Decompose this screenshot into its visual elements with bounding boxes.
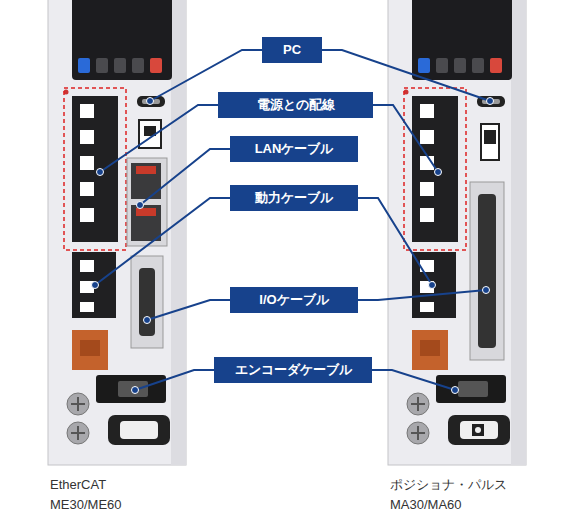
callout-box: 動力ケーブル — [230, 185, 358, 211]
callout-box: LANケーブル — [230, 136, 358, 162]
leader-dot — [452, 387, 459, 394]
callout-text: I/Oケーブル — [259, 292, 328, 307]
leader-line — [358, 290, 486, 300]
leader-dot — [435, 169, 442, 176]
leader-dot — [147, 98, 154, 105]
leader-line — [372, 370, 455, 390]
leader-dot — [92, 282, 99, 289]
leader-dot — [483, 287, 490, 294]
leader-line — [147, 300, 230, 320]
model-caption: ポジショナ・パルス — [390, 477, 507, 493]
callout-text: 電源との配線 — [257, 97, 335, 112]
leader-line — [358, 198, 432, 285]
leader-line — [373, 105, 438, 172]
model-caption: ME30/ME60 — [50, 497, 122, 513]
leader-line — [135, 370, 214, 390]
leader-dot — [487, 98, 494, 105]
callout-text: 動力ケーブル — [255, 190, 333, 205]
callout-box: エンコーダケーブル — [214, 357, 372, 383]
leader-dot — [429, 282, 436, 289]
leader-dot — [132, 387, 139, 394]
callout-text: PC — [283, 42, 301, 57]
model-caption: MA30/MA60 — [390, 497, 462, 513]
leader-line — [100, 105, 218, 172]
leader-line — [95, 198, 230, 285]
callout-text: LANケーブル — [255, 141, 334, 156]
leader-dot — [97, 169, 104, 176]
leader-dot — [137, 202, 144, 209]
callout-text: エンコーダケーブル — [235, 362, 352, 377]
leader-line — [140, 149, 230, 205]
callout-box: 電源との配線 — [218, 92, 373, 118]
model-caption: EtherCAT — [50, 477, 106, 493]
pulse-drive — [388, 0, 526, 465]
callout-box: PC — [262, 37, 322, 63]
leader-dot — [144, 317, 151, 324]
callout-box: I/Oケーブル — [230, 287, 358, 313]
